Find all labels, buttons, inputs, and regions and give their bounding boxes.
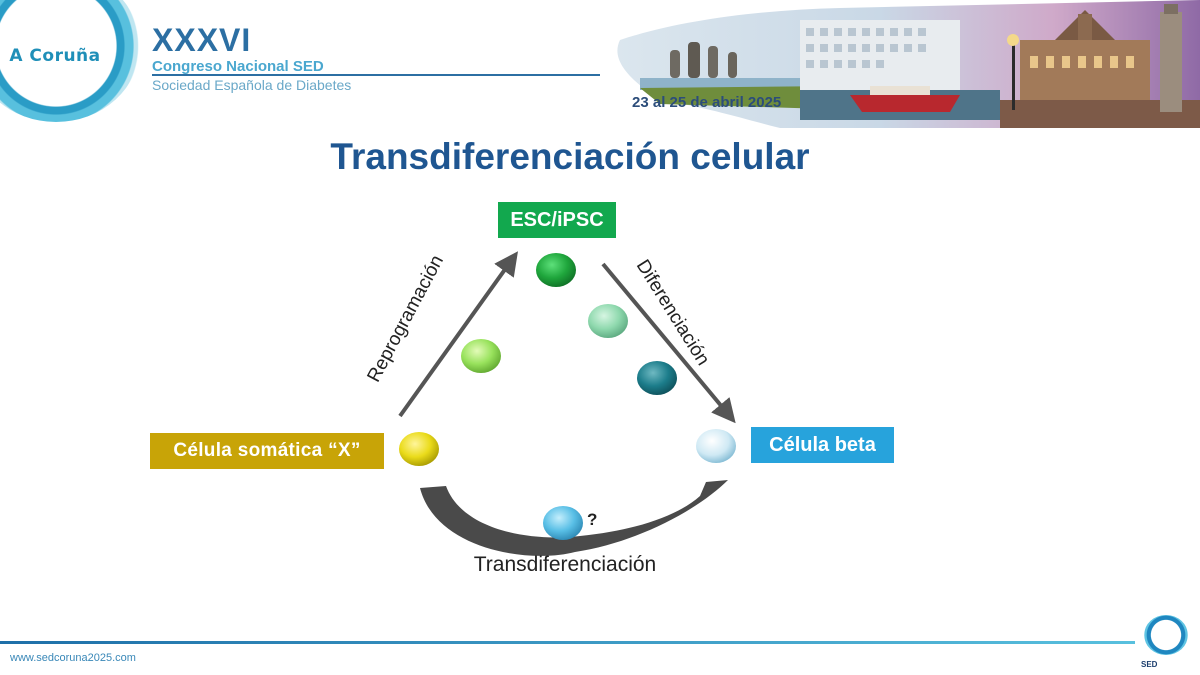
mint-cell: [588, 304, 628, 338]
header: A Coruña XXXVI Congreso Nacional SED Soc…: [0, 0, 1200, 130]
diagram-graphics: [0, 190, 1200, 610]
slide-title: Transdiferenciación celular: [0, 136, 1140, 178]
beta-cell: [696, 429, 736, 463]
logo-text: A Coruña: [4, 46, 106, 66]
beta-cell-label: Célula beta: [751, 427, 894, 463]
intermediate-cell: [543, 506, 583, 540]
congress-dates: 23 al 25 de abril 2025: [632, 94, 781, 111]
edition-number: XXXVI: [152, 24, 251, 56]
unknown-intermediate-mark: ?: [587, 510, 597, 530]
transdifferentiation-diagram: ESC/iPSC Célula somática “X” Célula beta…: [0, 190, 1200, 610]
esc-ipsc-label: ESC/iPSC: [498, 202, 616, 238]
somatic-cell-label: Célula somática “X”: [150, 433, 384, 469]
footer-website-link[interactable]: www.sedcoruna2025.com: [10, 652, 136, 664]
congress-name: Congreso Nacional SED: [152, 58, 324, 75]
esc-cell: [536, 253, 576, 287]
footer-divider: [0, 641, 1135, 644]
teal-cell: [637, 361, 677, 395]
society-name: Sociedad Española de Diabetes: [152, 77, 351, 93]
somatic-cell: [399, 432, 439, 466]
sed-logo-text: SED: [1141, 660, 1157, 669]
transdifferentiation-label: Transdiferenciación: [0, 553, 1130, 577]
sed-logo-icon: [1144, 615, 1188, 655]
lime-cell: [461, 339, 501, 373]
